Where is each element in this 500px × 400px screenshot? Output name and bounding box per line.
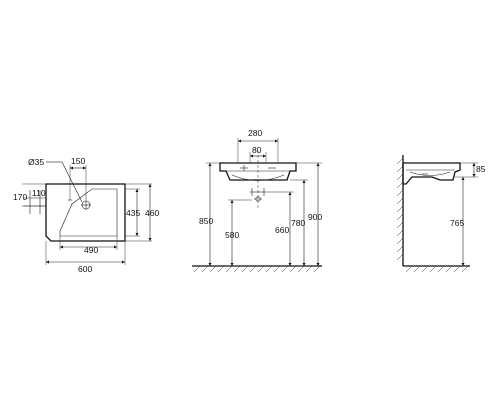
- wall-hatching: [396, 157, 404, 261]
- height-660-label: 660: [275, 225, 289, 235]
- waste-outlet-icon: [250, 188, 266, 202]
- height-900-label: 900: [308, 212, 322, 222]
- rim-height-label: 85: [476, 164, 486, 174]
- bracket-width-label: 280: [248, 128, 262, 138]
- height-850-label: 850: [199, 216, 213, 226]
- basin-outline-side: [402, 162, 461, 185]
- outer-width-label: 600: [78, 264, 92, 274]
- basin-outline-plan: [45, 183, 126, 242]
- height-580-label: 580: [225, 230, 239, 240]
- basin-outline-front: [219, 162, 297, 181]
- basin-bowl-plan: [59, 188, 118, 237]
- inner-width-label: 490: [84, 245, 98, 255]
- tap-hole-icon: [81, 200, 91, 210]
- side-view: 85 765: [396, 155, 486, 273]
- floor-hatching: [193, 265, 321, 273]
- floor-height-label: 765: [450, 218, 464, 228]
- front-view: 280 80 850 580 660 780 900: [192, 128, 322, 273]
- left-inner-label: 110: [32, 188, 46, 198]
- height-780-label: 780: [291, 218, 305, 228]
- bracket-inner-label: 80: [252, 145, 262, 155]
- inner-depth-label: 435: [126, 208, 140, 218]
- outer-depth-label: 460: [145, 208, 159, 218]
- side-floor-hatching: [405, 265, 469, 273]
- diameter-label: Ø35: [28, 157, 44, 167]
- left-outer-label: 170: [13, 192, 27, 202]
- tap-offset-label: 150: [71, 156, 85, 166]
- plan-view: Ø35 150 170 110 435 460 490 600: [13, 156, 159, 274]
